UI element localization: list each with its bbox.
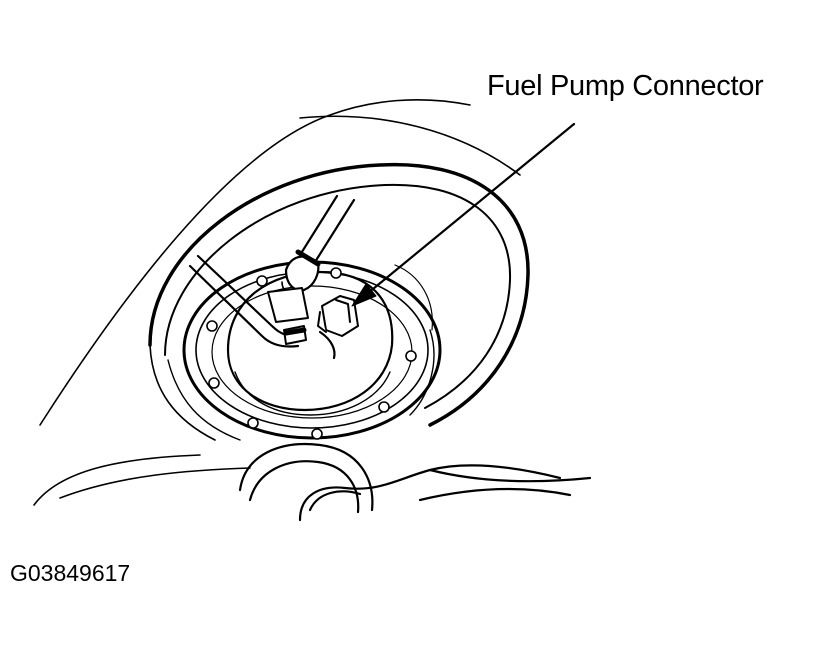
body-panel-outline (33, 99, 521, 506)
bolt-icon (405, 350, 417, 362)
lower-trim-contours (238, 443, 592, 522)
callout-label: Fuel Pump Connector (487, 70, 764, 102)
figure-id: G03849617 (10, 560, 131, 586)
retainer-ring (182, 260, 442, 440)
bolt-icon (208, 377, 220, 389)
bolt-icon (256, 275, 268, 287)
bolt-icon (330, 267, 342, 279)
outlet-block (267, 287, 309, 345)
hose-fitting (281, 249, 321, 298)
bolt-icon (247, 417, 259, 429)
bolt-icon (311, 428, 323, 440)
pump-cover (226, 270, 394, 416)
bolt-icon (206, 320, 218, 332)
fuel-pump-connector (317, 295, 359, 337)
callout-leader (351, 122, 576, 307)
ring-bolts (206, 267, 417, 440)
arrowhead-icon (351, 283, 377, 307)
bolt-icon (378, 401, 390, 413)
